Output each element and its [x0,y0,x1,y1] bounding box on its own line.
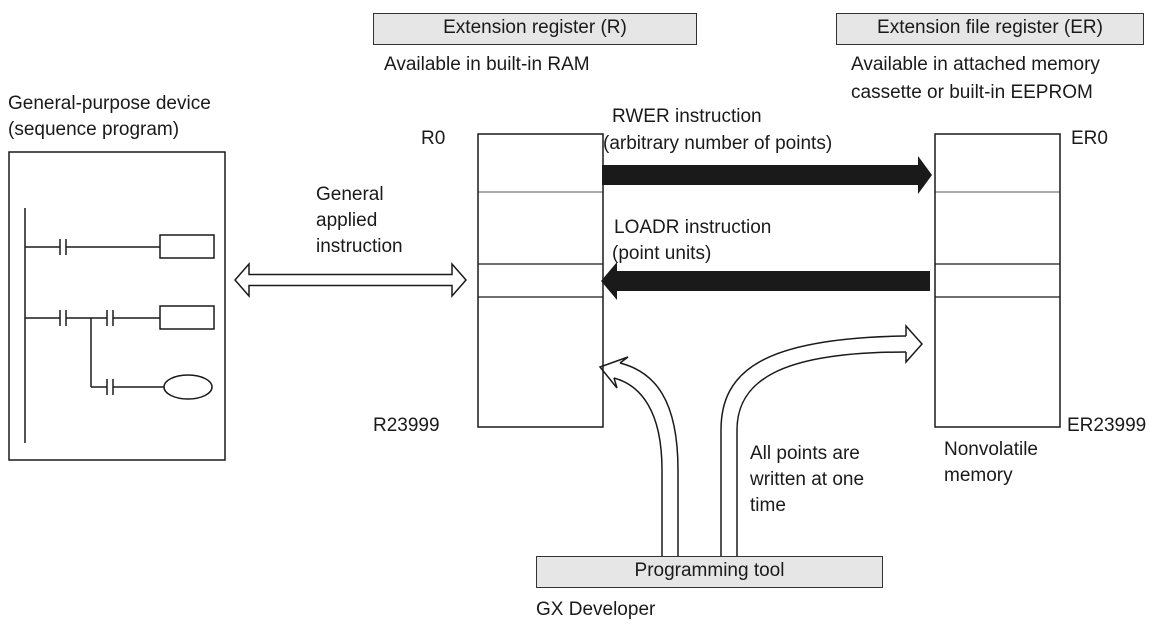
write-note-3: time [750,495,786,516]
output-coil-ellipse [163,374,213,400]
r-register-title-box: Extension register (R) [373,13,697,45]
er-register-title: Extension file register (ER) [877,17,1103,38]
general-instruction-arrow [234,262,467,298]
ladder-rung-2 [25,305,215,330]
nonvolatile-note-2: memory [944,465,1013,486]
ladder-branch [90,318,213,400]
r-register-block [477,133,604,428]
loadr-label-2: (point units) [612,243,712,264]
er-register-title-box: Extension file register (ER) [836,13,1144,45]
r-register-location: Available in built-in RAM [384,54,590,75]
sequence-program-title-2: (sequence program) [8,119,180,140]
sequence-program-title-1: General-purpose device [8,93,211,114]
rwer-label-1: RWER instruction [612,106,762,127]
nonvolatile-note-1: Nonvolatile [944,439,1038,460]
er-end-label: ER23999 [1067,415,1147,436]
general-instruction-1: General [316,184,384,205]
programming-tool-box: Programming tool [536,556,883,588]
rwer-arrow [602,156,932,194]
er-register-block [934,133,1061,428]
loadr-label-1: LOADR instruction [614,217,772,238]
r-end-label: R23999 [373,415,440,436]
programming-tool-label: Programming tool [634,560,785,581]
write-note-2: written at one [750,469,865,490]
general-instruction-2: applied [316,210,378,231]
gx-developer-label: GX Developer [536,599,656,620]
loadr-arrow [601,262,930,300]
er-start-label: ER0 [1071,128,1108,149]
r-register-title: Extension register (R) [443,17,627,38]
r-start-label: R0 [421,128,446,149]
ladder-rung-1 [25,234,215,259]
tool-to-r-arrow [598,356,679,556]
output-coil-box-1 [159,234,215,259]
general-instruction-3: instruction [316,236,403,257]
er-register-location-2: cassette or built-in EEPROM [851,82,1093,103]
output-coil-box-2 [159,305,215,330]
sequence-program-frame [8,151,226,461]
write-note-1: All points are [750,443,860,464]
er-register-location-1: Available in attached memory [851,54,1100,75]
tool-to-er-arrow [720,324,924,556]
rwer-label-2: (arbitrary number of points) [603,133,833,154]
